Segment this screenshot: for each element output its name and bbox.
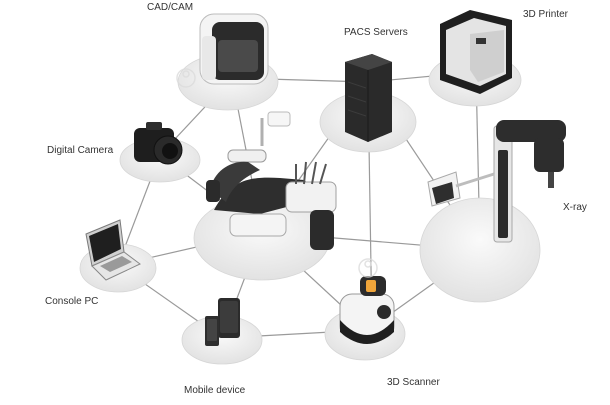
dental-chair-icon: [206, 111, 337, 250]
label-mobile-device: Mobile device: [184, 385, 246, 396]
pacs-server-icon: [345, 54, 392, 142]
watermark-logo: [176, 68, 378, 278]
label-console-pc: Console PC: [45, 296, 99, 307]
3d-printer-icon: [440, 10, 512, 94]
label-3d-printer: 3D Printer: [523, 9, 569, 20]
label-pacs-servers: PACS Servers: [344, 27, 408, 38]
xray-unit-icon: [427, 120, 566, 243]
laptop-icon: [85, 219, 141, 281]
digital-camera-icon: [134, 122, 183, 165]
platform-xray: [419, 197, 541, 303]
3d-scanner-icon: [339, 276, 395, 344]
label-digital-camera: Digital Camera: [47, 145, 114, 156]
label-3d-scanner: 3D Scanner: [387, 377, 440, 388]
mobile-device-icon: [205, 298, 240, 346]
label-cad-cam: CAD/CAM: [147, 2, 194, 13]
cad-cam-machine-icon: [199, 13, 269, 85]
label-xray: X-ray: [563, 202, 587, 213]
